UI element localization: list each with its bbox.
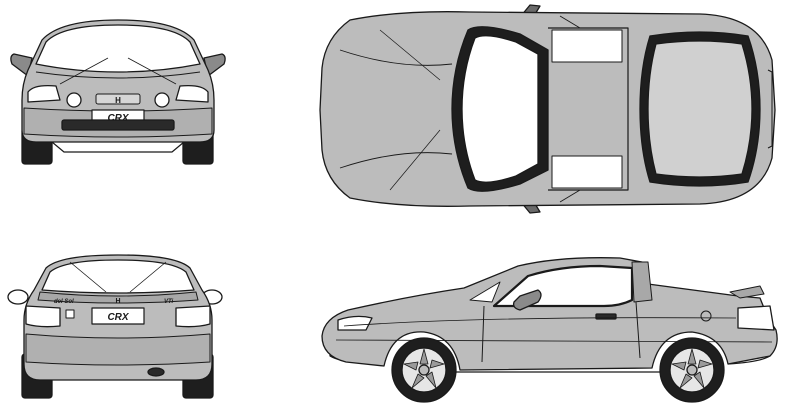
rear-emblem: H [115,298,120,305]
rear-plate-text: CRX [107,312,129,323]
rear-bumper [25,333,211,366]
rear-badge-right: VTi [164,299,174,305]
front-right-mirror [203,53,226,77]
front-grille [95,93,141,105]
rear-exhaust [147,367,165,377]
front-view: H CRX [10,19,226,165]
front-undercarriage [51,141,185,153]
side-spoiler [729,285,765,299]
front-left-mirror [10,53,33,77]
rear-right-tail-light [175,305,211,328]
front-plate-text: CRX [107,113,129,124]
front-air-intake [61,119,175,131]
top-roof-opening [548,27,629,191]
rear-left-tail-light [25,305,61,328]
front-left-fog-light [66,92,82,108]
top-windshield-glass [461,35,539,183]
side-fuel-door [700,310,712,322]
top-roof-panel-rear [551,155,623,189]
side-rear-wheel [659,337,725,403]
side-tail-light [737,305,775,331]
rear-badge-left: del Sol [54,299,74,305]
side-door-handle [595,313,617,320]
rear-plate [91,307,145,325]
side-door-line [481,301,641,363]
rear-spoiler [37,291,199,304]
front-emblem: H [115,96,121,105]
front-hood-line [35,71,201,79]
rear-view: del Sol H VTi CRX [7,254,223,399]
side-front-wheel [391,337,457,403]
side-headlight [337,315,373,331]
side-view [321,257,778,403]
rear-window [41,259,195,294]
side-mirror [512,289,542,311]
side-body [321,257,778,371]
front-right-headlight [175,84,209,103]
front-left-headlight [27,84,61,103]
side-targa-post [631,261,653,303]
top-view [319,4,776,214]
front-right-fog-light [154,92,170,108]
side-quarter-window [469,281,501,303]
rear-left-mirror [7,289,29,305]
top-rear-glass [647,40,753,178]
top-roof-panel-front [551,29,623,63]
